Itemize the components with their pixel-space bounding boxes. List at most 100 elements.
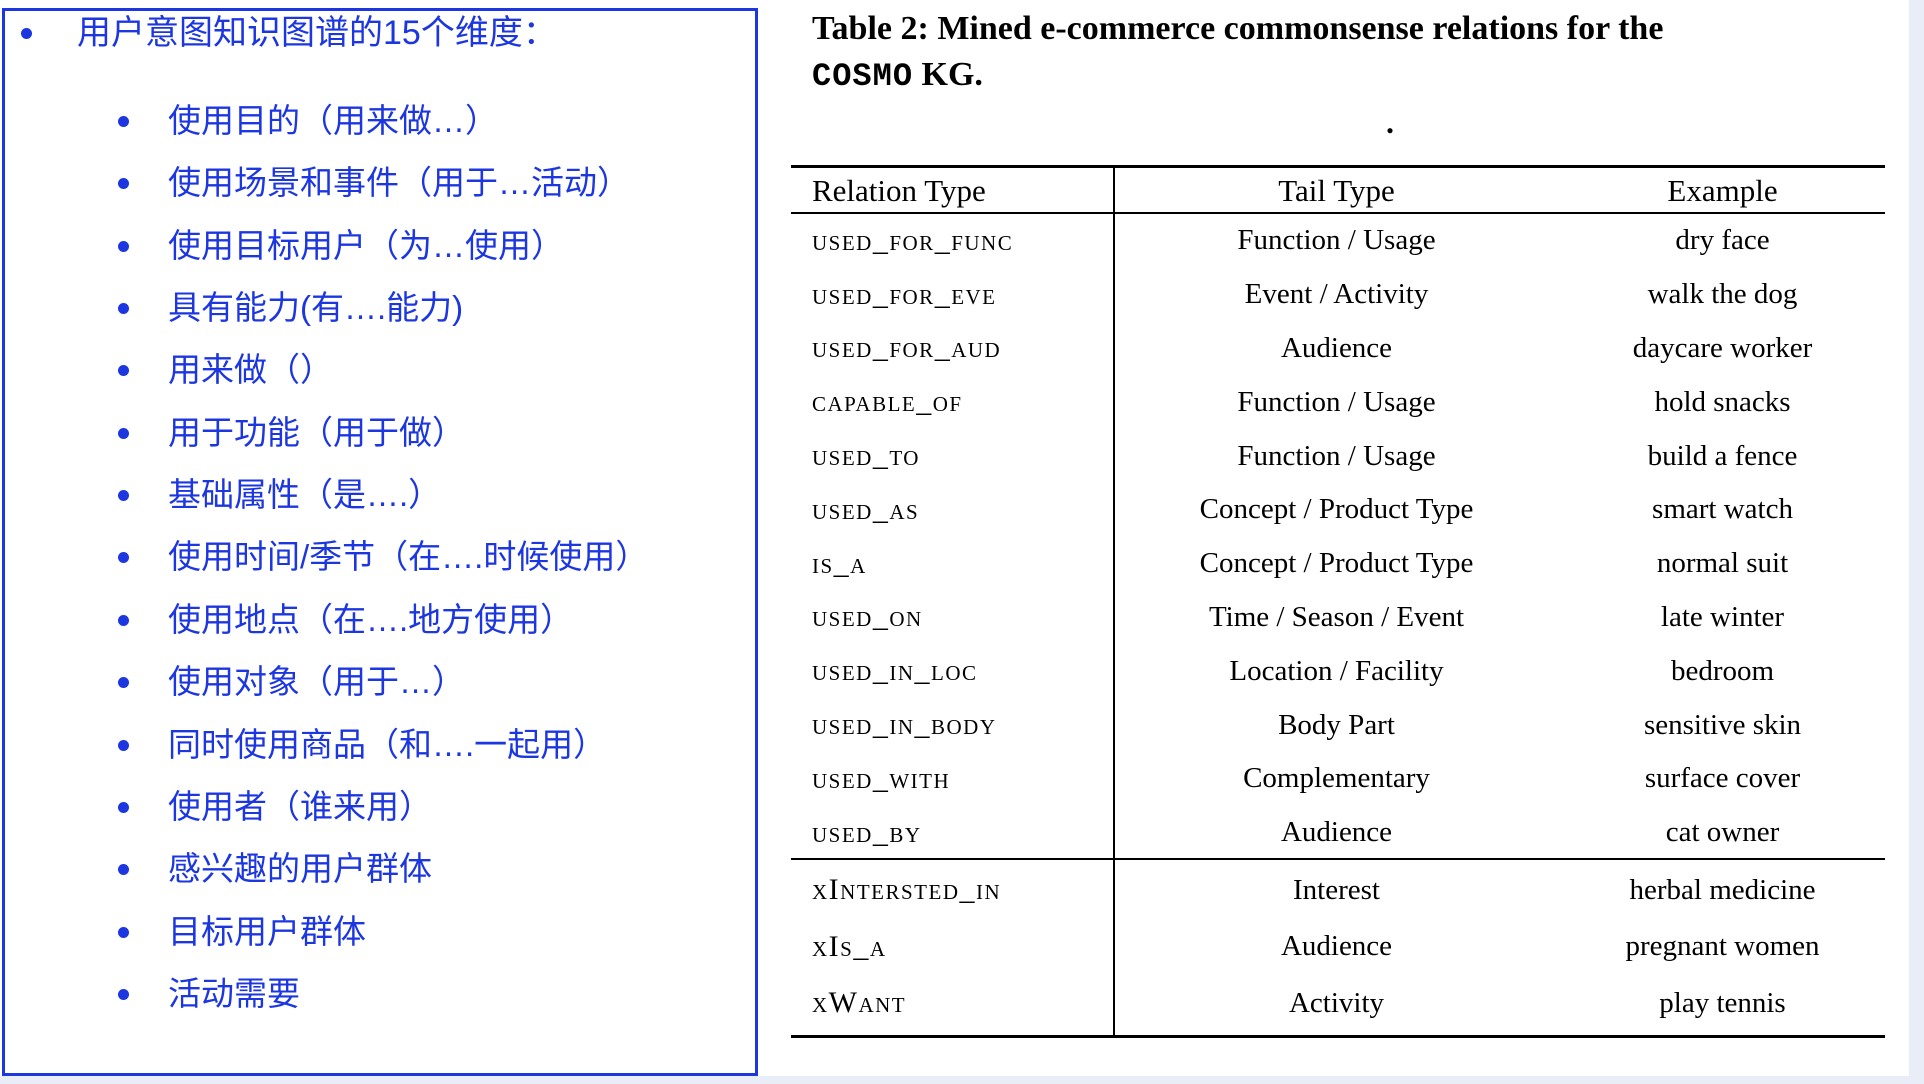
bullet-icon: [118, 303, 129, 315]
caption-kg-suffix: KG.: [913, 56, 983, 93]
list-item: 使用目标用户（为…使用）: [5, 224, 755, 268]
header-tail-type: Tail Type: [1278, 172, 1395, 208]
relation-cell: used_in_body: [812, 708, 997, 742]
relation-cell: used_for_eve: [812, 277, 997, 311]
list-item-label: 感兴趣的用户群体: [168, 850, 432, 888]
list-item-label: 目标用户群体: [168, 912, 366, 950]
relation-cell: is_a: [812, 546, 867, 580]
list-item-label: 使用时间/季节（在….时候使用）: [168, 538, 649, 576]
tail-type-cell: Function / Usage: [1237, 224, 1436, 257]
header-example: Example: [1667, 172, 1778, 208]
table-row: xIntersted_in Interest herbal medicine: [791, 862, 1885, 919]
relation-cell: xWant: [812, 986, 907, 1020]
page-edge-right: [1909, 0, 1924, 1084]
panel-title-row: 用户意图知识图谱的15个维度：: [5, 11, 755, 55]
list-item: 使用目的（用来做…）: [5, 99, 755, 143]
table-row: is_a Concept / Product Type normal suit: [791, 537, 1885, 591]
example-cell: cat owner: [1665, 816, 1780, 849]
relations-table: Relation Type Tail Type Example used_for…: [791, 165, 1885, 1040]
column-divider-line: [1113, 168, 1115, 1035]
panel-title: 用户意图知识图谱的15个维度：: [77, 14, 557, 52]
table-row: used_as Concept / Product Type smart watch: [791, 483, 1885, 537]
table-row: used_in_body Body Part sensitive skin: [791, 698, 1885, 752]
list-item-label: 活动需要: [168, 974, 300, 1012]
tail-type-cell: Complementary: [1243, 762, 1430, 795]
stray-period: .: [1386, 104, 1394, 140]
list-item: 使用时间/季节（在….时候使用）: [5, 535, 755, 579]
list-item: 基础属性（是….）: [5, 473, 755, 517]
list-item: 目标用户群体: [5, 910, 755, 954]
bullet-icon: [118, 490, 129, 502]
bullet-icon: [118, 116, 129, 127]
example-cell: pregnant women: [1625, 930, 1820, 963]
example-cell: normal suit: [1656, 547, 1789, 580]
list-item: 使用对象（用于…）: [5, 660, 755, 704]
bullet-icon: [118, 427, 129, 439]
table-row: xIs_a Audience pregnant women: [791, 919, 1885, 976]
relation-cell: used_by: [812, 815, 922, 849]
list-item: 使用地点（在….地方使用）: [5, 598, 755, 642]
list-item-label: 使用对象（用于…）: [168, 663, 465, 701]
table-row: used_for_eve Event / Activity walk the dog: [791, 268, 1885, 322]
list-item-label: 同时使用商品（和….一起用）: [168, 725, 607, 763]
tail-type-cell: Body Part: [1278, 708, 1395, 741]
bullet-icon: [118, 240, 129, 252]
bullet-icon: [118, 864, 129, 876]
relation-cell: xIntersted_in: [812, 873, 1002, 907]
list-item-label: 使用场景和事件（用于…活动）: [168, 164, 630, 202]
example-cell: late winter: [1660, 600, 1785, 633]
relation-cell: used_in_loc: [812, 654, 978, 688]
list-item: 感兴趣的用户群体: [5, 847, 755, 891]
header-relation-type: Relation Type: [812, 172, 986, 208]
example-cell: sensitive skin: [1643, 708, 1802, 741]
tail-type-cell: Event / Activity: [1244, 278, 1429, 311]
bullet-icon: [118, 614, 129, 626]
table-caption-line2: COSMO KG.: [812, 56, 983, 95]
table-caption-line1: Table 2: Mined e-commerce commonsense re…: [812, 10, 1893, 48]
relation-cell: used_for_func: [812, 223, 1014, 257]
relation-cell: used_to: [812, 439, 920, 473]
example-cell: walk the dog: [1647, 278, 1798, 311]
list-item: 用来做（）: [5, 348, 755, 392]
list-item: 具有能力(有….能力): [5, 286, 755, 330]
page-edge-bottom: [0, 1076, 1924, 1084]
list-item: 使用者（谁来用）: [5, 785, 755, 829]
example-cell: surface cover: [1644, 762, 1801, 795]
tail-type-cell: Audience: [1280, 930, 1393, 963]
example-cell: herbal medicine: [1629, 873, 1816, 906]
bullet-icon: [118, 988, 129, 1000]
example-cell: smart watch: [1652, 493, 1793, 526]
tail-type-cell: Function / Usage: [1237, 439, 1436, 472]
bullet-icon: [21, 28, 32, 39]
kg-name: COSMO: [812, 58, 914, 95]
tail-type-cell: Function / Usage: [1237, 385, 1436, 418]
list-item-label: 使用目的（用来做…）: [168, 102, 498, 139]
list-item-label: 用来做（）: [168, 351, 333, 389]
example-cell: hold snacks: [1654, 385, 1791, 418]
bullet-icon: [118, 365, 129, 377]
table-top-rule: [791, 165, 1885, 168]
list-item-label: 用于功能（用于做）: [168, 413, 465, 451]
tail-type-cell: Activity: [1288, 986, 1385, 1019]
tail-type-cell: Concept / Product Type: [1199, 493, 1474, 526]
tail-type-cell: Concept / Product Type: [1199, 547, 1474, 580]
list-item: 同时使用商品（和….一起用）: [5, 723, 755, 767]
table-row: capable_of Function / Usage hold snacks: [791, 375, 1885, 429]
relation-cell: capable_of: [812, 385, 963, 419]
example-cell: daycare worker: [1632, 331, 1813, 364]
table-header-rule: [791, 212, 1885, 214]
tail-type-cell: Interest: [1293, 873, 1380, 906]
list-item: 活动需要: [5, 972, 755, 1016]
list-item-label: 使用目标用户（为…使用）: [168, 226, 564, 264]
relation-cell: used_as: [812, 492, 920, 526]
tail-type-cell: Time / Season / Event: [1208, 600, 1465, 633]
list-item: 用于功能（用于做）: [5, 411, 755, 455]
relation-cell: used_on: [812, 600, 923, 634]
relation-cell: xIs_a: [812, 929, 887, 963]
